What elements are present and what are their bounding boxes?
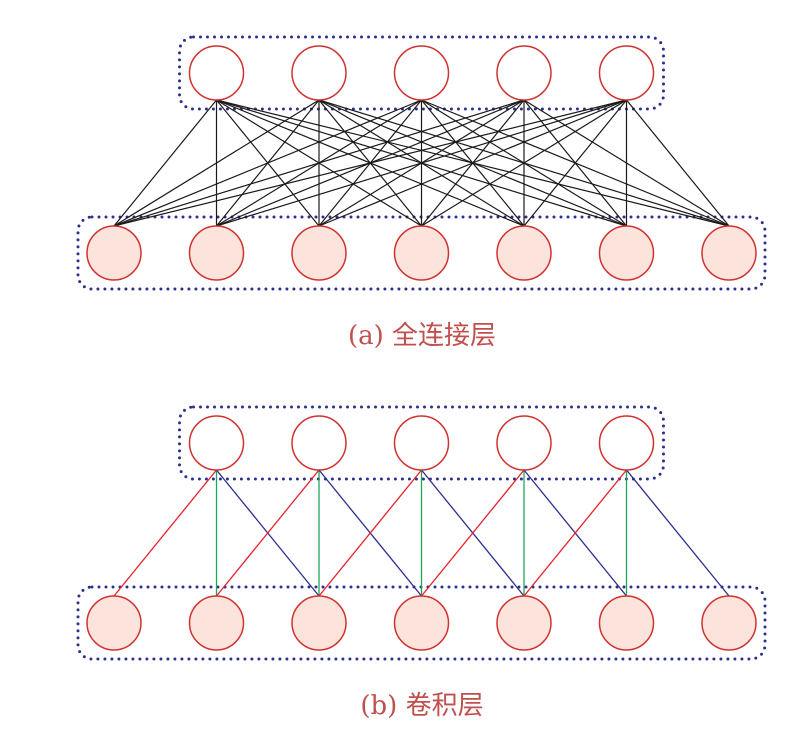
- output-neuron: [291, 45, 347, 101]
- edge: [523, 99, 627, 227]
- input-neuron: [701, 225, 757, 281]
- kernel-edge: [625, 469, 730, 597]
- output-neuron: [188, 45, 245, 101]
- output-neuron: [496, 415, 552, 471]
- edge: [318, 99, 627, 227]
- input-neuron: [598, 595, 655, 651]
- input-neuron: [393, 595, 450, 651]
- input-neuron: [86, 595, 142, 651]
- output-neuron: [598, 45, 655, 101]
- input-neuron: [496, 595, 552, 651]
- input-neuron: [701, 595, 757, 651]
- kernel-edge: [113, 469, 218, 597]
- output-neuron: [393, 415, 450, 471]
- kernel-edge: [420, 469, 525, 597]
- caption-convolutional: (b) 卷积层: [360, 691, 483, 721]
- edges: [113, 99, 730, 227]
- input-neuron: [86, 225, 142, 281]
- edge: [113, 99, 422, 227]
- edge: [216, 99, 627, 227]
- input-neuron: [393, 225, 450, 281]
- input-neuron: [598, 225, 655, 281]
- output-neuron: [496, 45, 552, 101]
- convolutional-diagram: [76, 405, 767, 661]
- edge: [626, 99, 730, 227]
- edge: [421, 99, 627, 227]
- edge: [113, 99, 320, 227]
- input-neuron: [496, 225, 552, 281]
- edge: [113, 99, 525, 227]
- output-layer-group: [178, 405, 665, 481]
- kernel-edge: [523, 469, 628, 597]
- input-neuron: [188, 595, 245, 651]
- edge: [113, 99, 627, 227]
- output-neuron: [188, 415, 245, 471]
- fully-connected-diagram: [76, 35, 767, 291]
- output-neuron: [291, 415, 347, 471]
- input-neuron: [291, 225, 347, 281]
- input-neuron: [291, 595, 347, 651]
- kernel-edge: [215, 469, 320, 597]
- edges: [113, 469, 730, 597]
- caption-fully-connected: (a) 全连接层: [348, 321, 496, 351]
- output-neuron: [393, 45, 450, 101]
- input-neuron: [188, 225, 245, 281]
- output-neuron: [598, 415, 655, 471]
- kernel-edge: [318, 469, 423, 597]
- edge: [113, 99, 217, 227]
- output-layer-group: [178, 35, 665, 111]
